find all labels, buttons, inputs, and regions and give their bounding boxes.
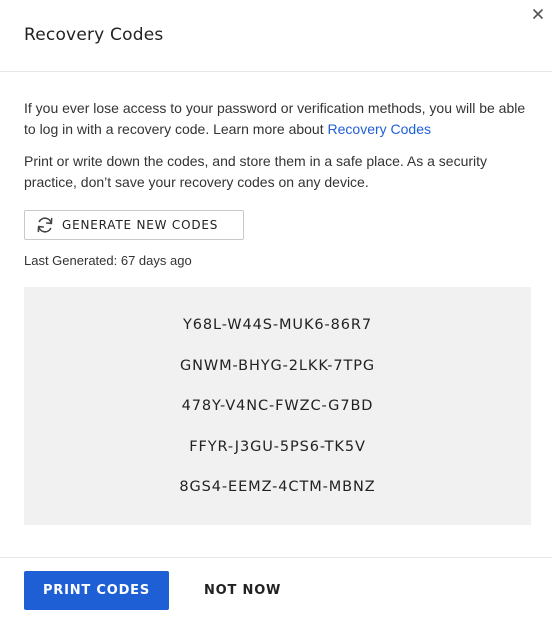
recovery-code: Y68L-W44S-MUK6-86R7	[183, 317, 372, 333]
recovery-codes-link[interactable]: Recovery Codes	[327, 121, 432, 137]
intro-text: If you ever lose access to your password…	[24, 100, 526, 137]
recovery-code: 8GS4-EEMZ-4CTM-MBNZ	[179, 479, 376, 495]
recovery-code: FFYR-J3GU-5PS6-TK5V	[189, 438, 366, 455]
recovery-code: GNWM-BHYG-2LKK-7TPG	[179, 357, 375, 374]
dialog-header: Recovery Codes	[0, 0, 552, 72]
print-codes-button[interactable]: PRINT CODES	[24, 571, 169, 610]
intro-paragraph: If you ever lose access to your password…	[24, 98, 528, 140]
recovery-code: 478Y-V4NC-FWZC-G7BD	[181, 398, 374, 414]
generate-new-codes-button[interactable]: GENERATE NEW CODES	[24, 210, 244, 240]
dialog-title: Recovery Codes	[24, 24, 164, 45]
last-generated-text: Last Generated: 67 days ago	[24, 253, 192, 268]
dialog-body: If you ever lose access to your password…	[0, 72, 552, 525]
generate-new-codes-label: GENERATE NEW CODES	[62, 218, 219, 232]
instructions-paragraph: Print or write down the codes, and store…	[24, 153, 488, 190]
refresh-icon	[35, 215, 55, 235]
recovery-codes-list: Y68L-W44S-MUK6-86R7 GNWM-BHYG-2LKK-7TPG …	[24, 287, 531, 525]
not-now-button[interactable]: NOT NOW	[190, 571, 295, 610]
close-button[interactable]	[530, 6, 546, 22]
close-icon	[533, 9, 543, 19]
dialog-footer: PRINT CODES NOT NOW	[0, 557, 552, 618]
